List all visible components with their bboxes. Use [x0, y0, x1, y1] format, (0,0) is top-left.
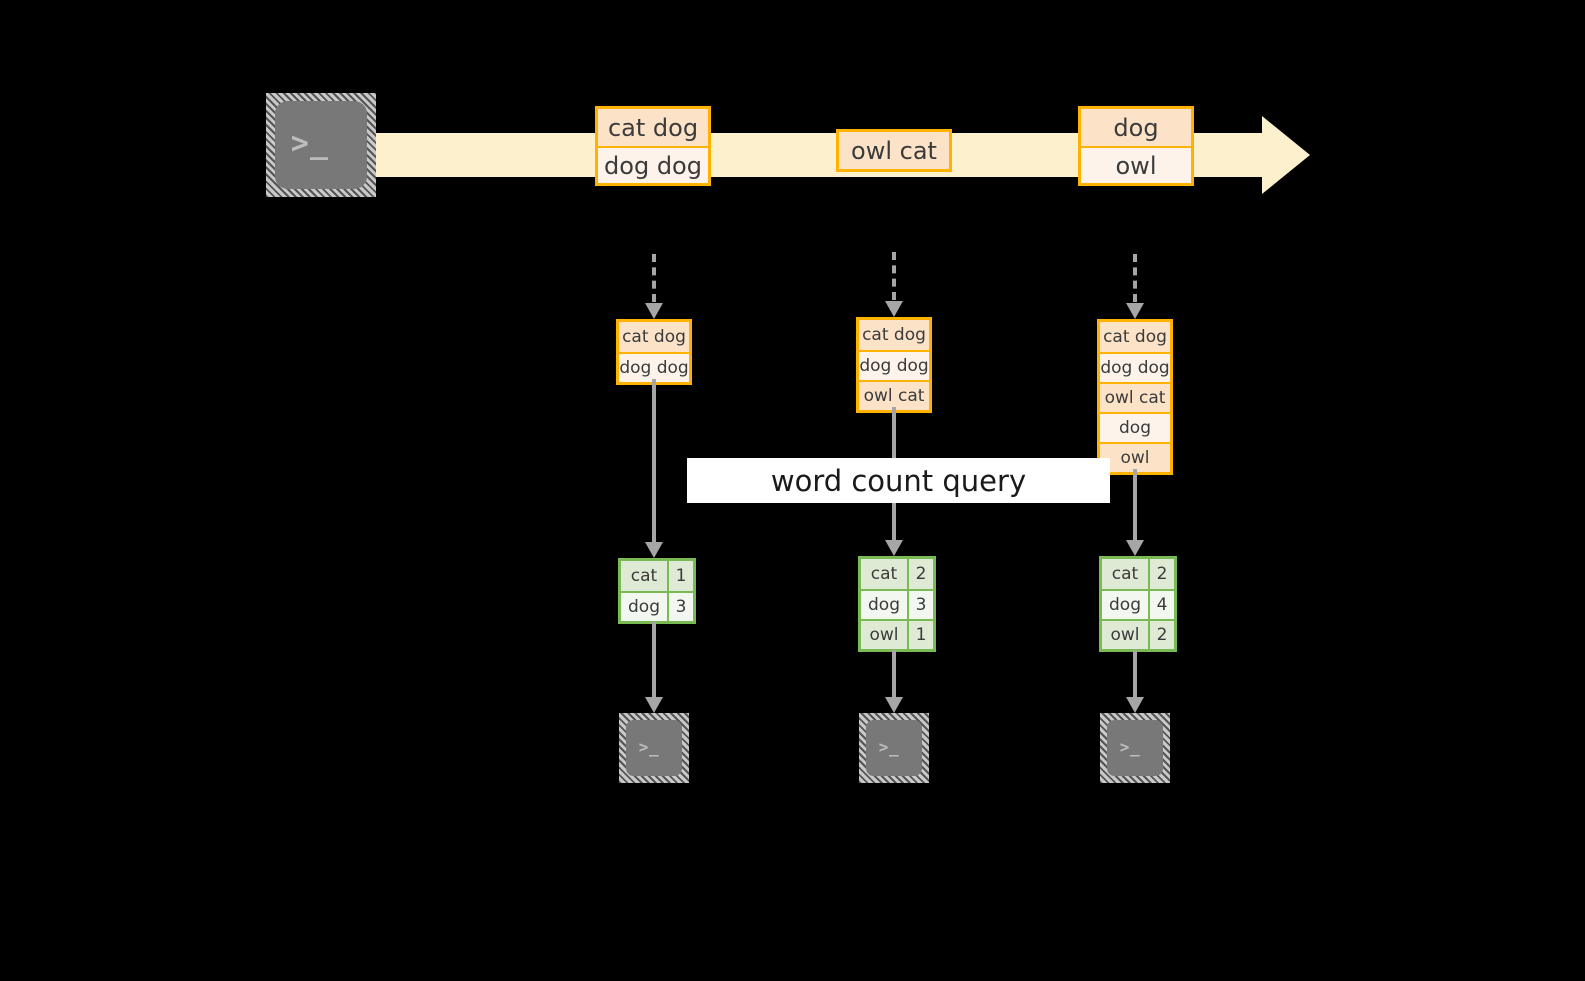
result-count: 3 [667, 593, 693, 621]
state-row: dog [1100, 412, 1170, 442]
result-count: 3 [907, 591, 933, 619]
result-row: dog 3 [621, 591, 693, 621]
terminal-prompt-glyph: >_ [638, 737, 660, 757]
query-label: word count query [687, 458, 1110, 503]
result-row: dog 3 [861, 589, 933, 619]
sink-terminal-icon-1: >_ [619, 713, 689, 783]
state-row: owl [1100, 442, 1170, 472]
connector-line [1133, 469, 1137, 540]
connector-line [1133, 254, 1137, 302]
stream-batch-3: dog owl [1078, 106, 1194, 186]
terminal-body [626, 720, 682, 776]
stream-batch-2: owl cat [836, 129, 952, 172]
state-box-1: cat dog dog dog [616, 319, 692, 385]
result-count: 1 [667, 561, 693, 591]
state-row: dog dog [619, 352, 689, 382]
stream-batch-row: dog dog [598, 146, 708, 183]
stream-batch-row: dog [1081, 109, 1191, 146]
terminal-body [1107, 720, 1163, 776]
result-count: 2 [1148, 621, 1174, 649]
connector-line [1133, 650, 1137, 697]
terminal-prompt-glyph: >_ [878, 737, 900, 757]
state-box-3: cat dog dog dog owl cat dog owl [1097, 319, 1173, 475]
sink-terminal-icon-3: >_ [1100, 713, 1170, 783]
result-row: cat 2 [861, 559, 933, 589]
result-word: dog [621, 593, 667, 621]
result-count: 4 [1148, 591, 1174, 619]
state-row: cat dog [1100, 322, 1170, 352]
connector-arrowhead-icon [645, 697, 663, 713]
result-row: owl 2 [1102, 619, 1174, 649]
state-row: dog dog [1100, 352, 1170, 382]
result-table-2: cat 2 dog 3 owl 1 [858, 556, 936, 652]
result-count: 2 [907, 559, 933, 589]
result-table-1: cat 1 dog 3 [618, 558, 696, 624]
result-word: cat [621, 561, 667, 591]
result-table-3: cat 2 dog 4 owl 2 [1099, 556, 1177, 652]
connector-arrowhead-icon [645, 303, 663, 319]
result-count: 2 [1148, 559, 1174, 589]
terminal-body [866, 720, 922, 776]
source-terminal-icon: >_ [266, 93, 376, 197]
result-word: owl [1102, 621, 1148, 649]
result-word: dog [1102, 591, 1148, 619]
result-word: cat [861, 559, 907, 589]
stream-batch-row: owl [1081, 146, 1191, 183]
result-word: cat [1102, 559, 1148, 589]
state-row: owl cat [859, 380, 929, 410]
stream-batch-row: cat dog [598, 109, 708, 146]
result-word: dog [861, 591, 907, 619]
terminal-body [275, 101, 367, 189]
query-label-text: word count query [770, 463, 1027, 498]
result-row: owl 1 [861, 619, 933, 649]
connector-line [652, 254, 656, 302]
terminal-prompt-glyph: >_ [290, 125, 330, 161]
terminal-prompt-glyph: >_ [1119, 737, 1141, 757]
result-word: owl [861, 621, 907, 649]
connector-line [652, 622, 656, 697]
result-count: 1 [907, 621, 933, 649]
stream-arrowhead-icon [1262, 116, 1310, 194]
connector-arrowhead-icon [885, 697, 903, 713]
stream-batch-1: cat dog dog dog [595, 106, 711, 186]
state-row: dog dog [859, 350, 929, 380]
connector-arrowhead-icon [1126, 303, 1144, 319]
connector-line [892, 650, 896, 697]
result-row: cat 1 [621, 561, 693, 591]
connector-arrowhead-icon [1126, 697, 1144, 713]
state-row: cat dog [859, 320, 929, 350]
stream-batch-row: owl cat [839, 132, 949, 169]
connector-arrowhead-icon [645, 542, 663, 558]
result-row: cat 2 [1102, 559, 1174, 589]
state-row: owl cat [1100, 382, 1170, 412]
connector-arrowhead-icon [885, 301, 903, 317]
connector-line [892, 252, 896, 300]
result-row: dog 4 [1102, 589, 1174, 619]
connector-arrowhead-icon [885, 540, 903, 556]
sink-terminal-icon-2: >_ [859, 713, 929, 783]
connector-line [652, 379, 656, 542]
connector-arrowhead-icon [1126, 540, 1144, 556]
state-row: cat dog [619, 322, 689, 352]
state-box-2: cat dog dog dog owl cat [856, 317, 932, 413]
